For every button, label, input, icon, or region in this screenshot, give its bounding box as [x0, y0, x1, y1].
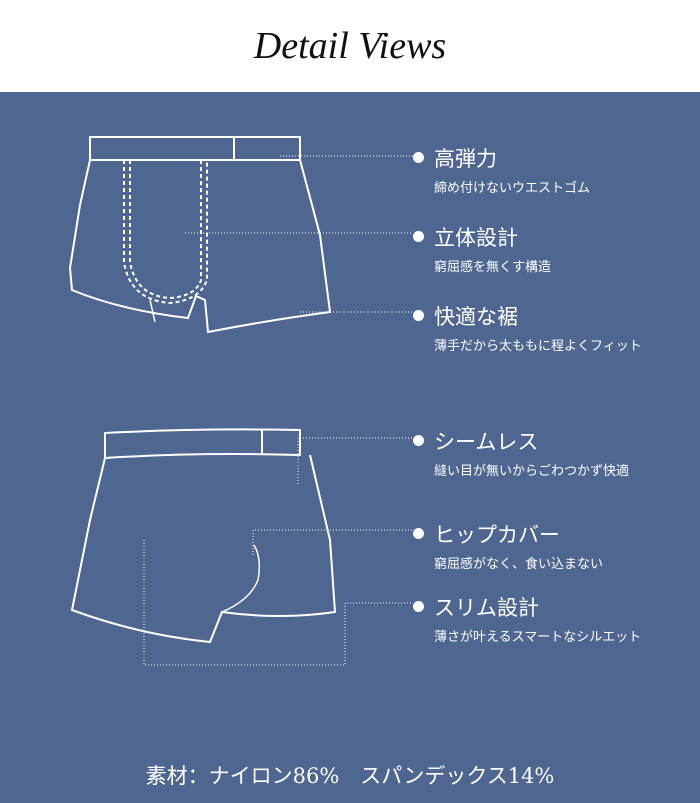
material-composition: 素材：ナイロン86% スパンデックス14% — [145, 764, 555, 788]
bullet-dot-icon — [413, 310, 424, 321]
bullet-dot-icon — [413, 152, 424, 163]
feature-description: 窮屈感がなく、食い込まない — [434, 557, 604, 572]
bullet-dot-icon — [413, 435, 424, 446]
feature-heading: ヒップカバー — [434, 523, 560, 547]
feature-description: 窮屈感を無くす構造 — [434, 260, 552, 275]
bullet-dot-icon — [413, 528, 424, 539]
bullet-dot-icon — [413, 601, 424, 612]
feature-description: 縫い目が無いからごわつかず快適 — [434, 464, 630, 479]
front-briefs-drawing — [68, 136, 332, 334]
feature-heading: スリム設計 — [434, 596, 539, 620]
leader-lines — [143, 155, 413, 666]
feature-heading: 立体設計 — [434, 226, 518, 250]
header: Detail Views — [0, 0, 700, 92]
back-briefs-drawing — [70, 428, 337, 644]
feature-description: 薄さが叶えるスマートなシルエット — [434, 630, 642, 645]
feature-description: 薄手だから太ももに程よくフィット — [434, 339, 642, 354]
detail-panel — [0, 92, 700, 803]
feature-heading: 快適な裾 — [434, 305, 518, 329]
page-title: Detail Views — [253, 25, 447, 67]
feature-description: 締め付けないウエストゴム — [434, 181, 591, 196]
feature-heading: シームレス — [434, 430, 539, 454]
bullet-dot-icon — [413, 231, 424, 242]
feature-heading: 高弾力 — [434, 147, 497, 171]
